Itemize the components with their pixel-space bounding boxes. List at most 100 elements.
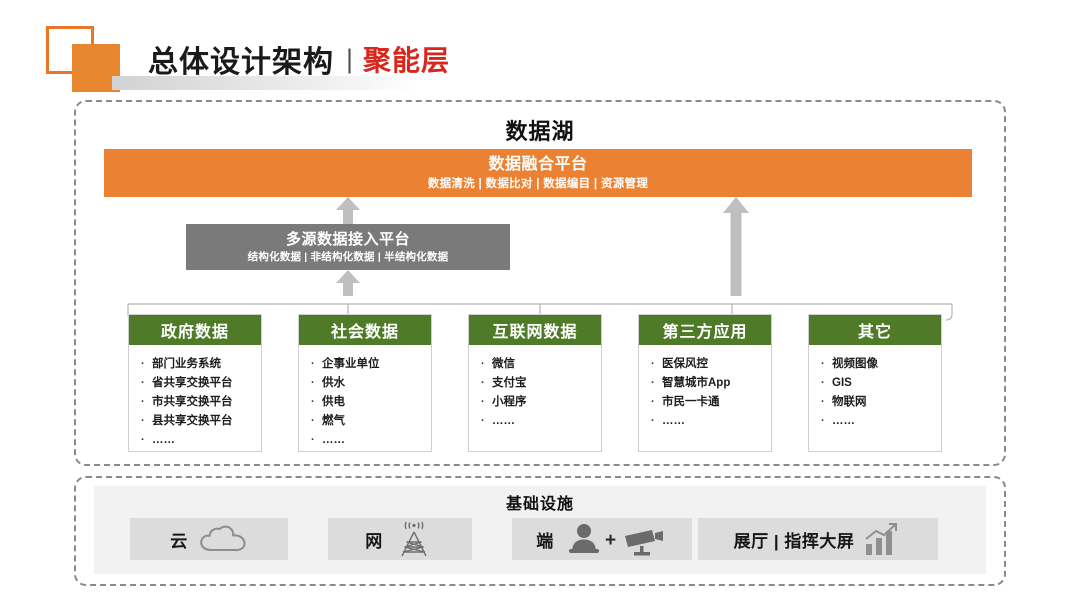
page-title-accent: 聚能层: [363, 45, 451, 76]
person-plus-camera-icon: +: [564, 522, 668, 556]
antenna-tower-icon: [393, 519, 435, 559]
infra-item-label: 云: [170, 531, 188, 551]
bullet-icon: ·: [651, 415, 655, 427]
data-fusion-platform-bar[interactable]: 数据融合平台 数据清洗 | 数据比对 | 数据编目 | 资源管理: [104, 149, 972, 197]
list-item: ·……: [481, 412, 601, 431]
bullet-icon: ·: [821, 358, 825, 370]
list-item-label: GIS: [832, 377, 852, 389]
bullet-icon: ·: [311, 415, 315, 427]
data-lake-title: 数据湖: [505, 119, 575, 144]
fusion-platform-subtitle: 数据清洗 | 数据比对 | 数据编目 | 资源管理: [427, 177, 649, 190]
source-card-title: 社会数据: [299, 315, 431, 345]
page-title-main: 总体设计架构: [148, 46, 334, 79]
list-item-label: 市民一卡通: [662, 396, 720, 408]
bullet-icon: ·: [311, 434, 315, 446]
list-item: · 物联网: [821, 393, 941, 412]
bullet-icon: ·: [311, 377, 315, 389]
arrow-sources-to-fusion-right: [723, 197, 749, 296]
list-item: · 企事业单位: [311, 355, 431, 374]
list-item: · GIS: [821, 374, 941, 393]
list-item-label: 支付宝: [492, 377, 527, 389]
source-card-title: 其它: [809, 315, 941, 345]
list-item-label: 燃气: [322, 415, 345, 427]
source-card-government[interactable]: 政府数据 · 部门业务系统 · 省共享交换平台 ·市共享交换平台 ·县共享交换平台 …: [128, 314, 262, 452]
source-card-title: 互联网数据: [469, 315, 601, 345]
infra-item-label: 展厅 | 指挥大屏: [733, 531, 855, 551]
bullet-icon: ·: [141, 415, 145, 427]
bar-chart-icon: [864, 522, 902, 556]
list-item-label: 供水: [322, 377, 345, 389]
arrow-access-to-fusion: [336, 197, 360, 225]
multi-source-access-platform-bar[interactable]: 多源数据接入平台 结构化数据 | 非结构化数据 | 半结构化数据: [186, 224, 510, 270]
bullet-icon: ·: [311, 358, 315, 370]
infra-item-label: 端: [536, 531, 554, 551]
bullet-icon: ·: [141, 358, 145, 370]
fusion-platform-title: 数据融合平台: [488, 155, 588, 173]
list-item-label: ……: [322, 434, 345, 446]
list-item: · ……: [141, 431, 261, 450]
bullet-icon: ·: [651, 358, 655, 370]
list-item: · 燃气: [311, 412, 431, 431]
bullet-icon: ·: [311, 396, 315, 408]
list-item: · 部门业务系统: [141, 355, 261, 374]
page-title: 总体设计架构 | 聚能层: [148, 36, 450, 82]
infra-item-network[interactable]: 网: [328, 518, 472, 560]
list-item: · 微信: [481, 355, 601, 374]
page-header: 总体设计架构 | 聚能层: [0, 0, 1080, 96]
bullet-icon: ·: [141, 434, 145, 446]
list-item-label: 视频图像: [832, 358, 878, 370]
list-item-label: 小程序: [492, 396, 527, 408]
bullet-icon: ·: [141, 377, 145, 389]
list-item-label: 部门业务系统: [152, 358, 221, 370]
list-item-label: ……: [152, 434, 175, 446]
list-item: · 省共享交换平台: [141, 374, 261, 393]
infrastructure-title: 基础设施: [505, 496, 574, 513]
source-card-title: 政府数据: [129, 315, 261, 345]
list-item-label: 物联网: [832, 396, 867, 408]
list-item: · ……: [821, 412, 941, 431]
page-title-separator: |: [346, 43, 354, 74]
infra-item-exhibition[interactable]: 展厅 | 指挥大屏: [698, 518, 938, 560]
list-item-label: 企事业单位: [322, 358, 380, 370]
title-underline-bar: [112, 76, 417, 90]
source-card-items: · 视频图像 · GIS · 物联网 · ……: [809, 345, 941, 431]
source-card-items: · 微信 ·支付宝 · 小程序 ·……: [469, 345, 601, 431]
list-item: · 视频图像: [821, 355, 941, 374]
bullet-icon: ·: [481, 396, 485, 408]
list-item-label: 医保风控: [662, 358, 708, 370]
infra-item-label: 网: [365, 531, 383, 551]
access-platform-title: 多源数据接入平台: [285, 230, 410, 248]
arrow-connector-to-access: [336, 270, 360, 296]
access-platform-subtitle: 结构化数据 | 非结构化数据 | 半结构化数据: [247, 250, 449, 263]
source-card-title: 第三方应用: [639, 315, 771, 345]
list-item-label: 微信: [492, 358, 515, 370]
list-item-label: 省共享交换平台: [152, 377, 233, 389]
bullet-icon: ·: [821, 415, 825, 427]
list-item: · ……: [651, 412, 771, 431]
source-card-internet[interactable]: 互联网数据 · 微信 ·支付宝 · 小程序 ·……: [468, 314, 602, 452]
bullet-icon: ·: [651, 396, 655, 408]
bullet-icon: ·: [821, 377, 825, 389]
source-card-others[interactable]: 其它 · 视频图像 · GIS · 物联网 · ……: [808, 314, 942, 452]
list-item: ·县共享交换平台: [141, 412, 261, 431]
list-item-label: ……: [662, 415, 685, 427]
list-item-label: ……: [832, 415, 855, 427]
list-item: · ……: [311, 431, 431, 450]
list-item: · 供水: [311, 374, 431, 393]
source-card-third-party[interactable]: 第三方应用 · 医保风控 · 智慧城市App · 市民一卡通 · ……: [638, 314, 772, 452]
list-item: ·支付宝: [481, 374, 601, 393]
infra-item-terminal[interactable]: 端 +: [512, 518, 692, 560]
cloud-icon: [198, 524, 248, 554]
infra-item-cloud[interactable]: 云: [130, 518, 288, 560]
bullet-icon: ·: [651, 377, 655, 389]
source-card-items: · 医保风控 · 智慧城市App · 市民一卡通 · ……: [639, 345, 771, 431]
bullet-icon: ·: [481, 358, 485, 370]
list-item: · 小程序: [481, 393, 601, 412]
list-item-label: 智慧城市App: [662, 377, 731, 389]
list-item: ·供电: [311, 393, 431, 412]
bullet-icon: ·: [821, 396, 825, 408]
source-card-social[interactable]: 社会数据 · 企事业单位 · 供水 ·供电 · 燃气 · ……: [298, 314, 432, 452]
list-item: ·市共享交换平台: [141, 393, 261, 412]
source-card-items: · 部门业务系统 · 省共享交换平台 ·市共享交换平台 ·县共享交换平台 · ……: [129, 345, 261, 450]
list-item-label: ……: [492, 415, 515, 427]
